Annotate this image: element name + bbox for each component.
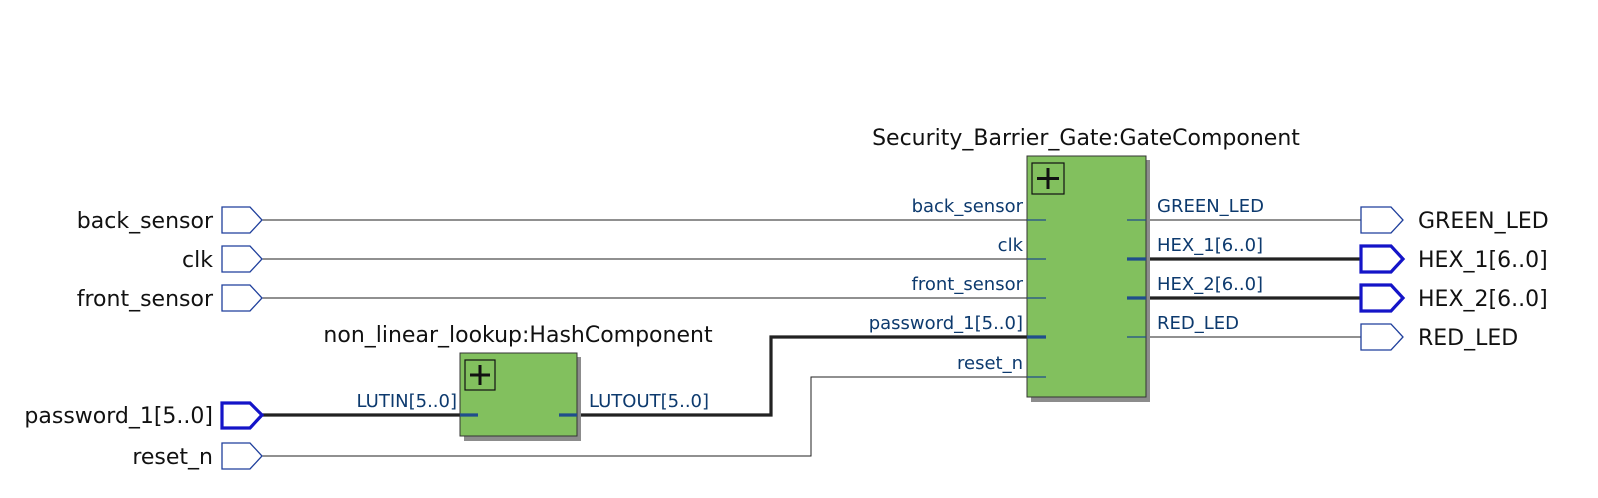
pin-label-back-sensor: back_sensor xyxy=(77,209,214,234)
port-label-gate-hex-2: HEX_2[6..0] xyxy=(1157,274,1263,295)
port-label-lutout: LUTOUT[5..0] xyxy=(589,391,709,412)
pin-hex-2[interactable] xyxy=(1359,283,1406,313)
pin-red-led[interactable] xyxy=(1360,323,1404,351)
pin-reset-n[interactable] xyxy=(221,442,263,470)
pin-label-password-1: password_1[5..0] xyxy=(24,404,213,429)
pin-label-red-led: RED_LED xyxy=(1418,326,1518,351)
pin-label-front-sensor: front_sensor xyxy=(77,287,214,312)
pin-password-1[interactable] xyxy=(220,401,265,430)
port-label-gate-back-sensor: back_sensor xyxy=(912,196,1024,217)
port-label-gate-clk: clk xyxy=(998,235,1024,256)
port-label-gate-hex-1: HEX_1[6..0] xyxy=(1157,235,1263,256)
pin-label-reset-n: reset_n xyxy=(132,445,213,470)
pin-green-led[interactable] xyxy=(1360,206,1404,234)
pin-hex-1[interactable] xyxy=(1359,244,1406,274)
pin-front-sensor[interactable] xyxy=(221,284,263,312)
port-label-gate-red-led: RED_LED xyxy=(1157,313,1239,334)
port-label-gate-green-led: GREEN_LED xyxy=(1157,196,1264,217)
port-label-gate-password: password_1[5..0] xyxy=(869,313,1023,334)
output-pins: GREEN_LED HEX_1[6..0] HEX_2[6..0] RED_LE… xyxy=(1359,206,1549,351)
pin-clk[interactable] xyxy=(221,245,263,273)
pin-back-sensor[interactable] xyxy=(221,206,263,234)
pin-label-hex-1: HEX_1[6..0] xyxy=(1418,248,1548,273)
pin-label-green-led: GREEN_LED xyxy=(1418,209,1549,234)
port-label-lutin: LUTIN[5..0] xyxy=(357,391,457,412)
port-label-gate-reset-n: reset_n xyxy=(957,353,1023,374)
gate-component-title: Security_Barrier_Gate:GateComponent xyxy=(872,126,1300,151)
wires xyxy=(262,219,1361,457)
port-label-gate-front-sensor: front_sensor xyxy=(912,274,1024,295)
hash-component[interactable]: non_linear_lookup:HashComponent LUTIN[5.… xyxy=(323,323,713,441)
gate-component-block[interactable] xyxy=(1026,155,1147,398)
pin-label-clk: clk xyxy=(182,248,213,273)
input-pins: back_sensor clk front_sensor password_1[… xyxy=(24,206,265,470)
wire-reset-n[interactable] xyxy=(262,376,1027,457)
pin-label-hex-2: HEX_2[6..0] xyxy=(1418,287,1548,312)
gate-component[interactable]: Security_Barrier_Gate:GateComponent back… xyxy=(869,126,1301,402)
hash-component-title: non_linear_lookup:HashComponent xyxy=(323,323,713,348)
wire-lutout-to-password[interactable] xyxy=(577,335,1027,417)
